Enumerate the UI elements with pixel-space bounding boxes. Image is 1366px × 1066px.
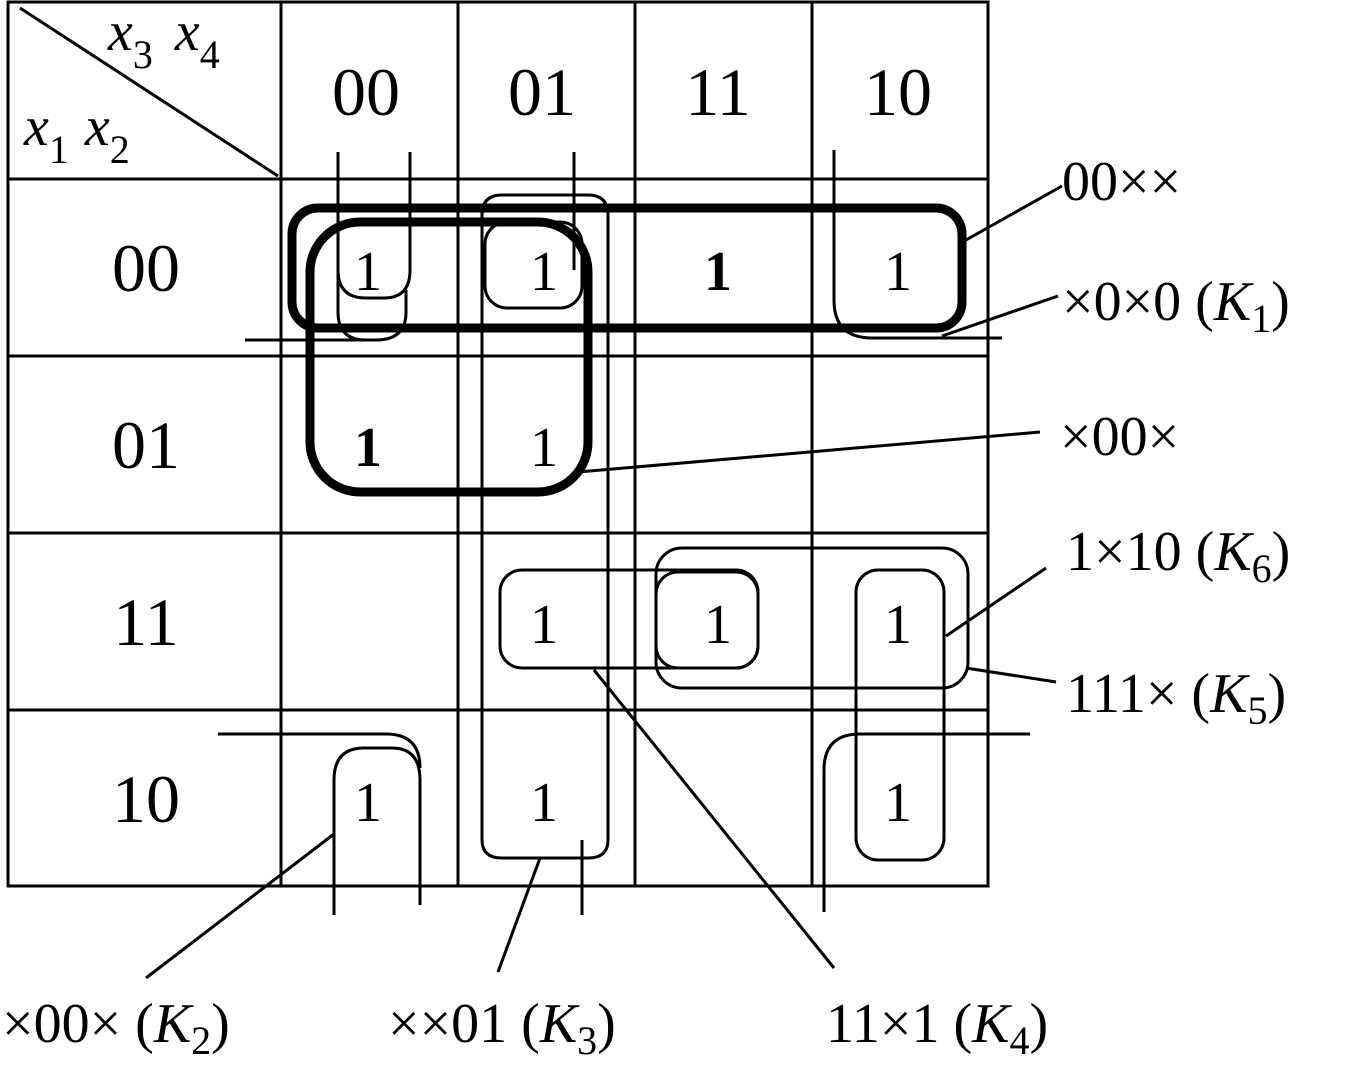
cell-value: 1: [530, 594, 558, 656]
loop-1x10: [854, 568, 946, 862]
cell-value: 1: [530, 772, 558, 834]
cell-value: 1: [884, 241, 912, 303]
grid-border: [6, 0, 990, 888]
cell-value: 1: [530, 241, 558, 303]
leader-x00x-bottom: [145, 832, 335, 980]
label-x00x-k2: ×00× (K2): [2, 993, 230, 1063]
leader-xx01: [496, 857, 542, 973]
cell-value: 1: [884, 594, 912, 656]
cell-value: 1: [530, 417, 558, 479]
leader-x0x0: [941, 294, 1059, 338]
corner-diagonal: [19, 6, 279, 178]
loop-111x: [654, 546, 970, 690]
label-11x1: 11×1 (K4): [826, 993, 1048, 1063]
label-00xx: 00××: [1062, 151, 1181, 213]
loop-xx01: [480, 193, 610, 860]
leader-11x1: [592, 669, 836, 969]
col-header: 11: [685, 54, 750, 130]
leader-1x10: [945, 566, 1047, 638]
loop-k2-outer-top: [336, 200, 408, 342]
loop-k2-bottom-tail: [218, 732, 422, 769]
leader-00xx: [965, 184, 1063, 242]
label-xx01: ××01 (K3): [388, 993, 616, 1063]
loop-x00x-bottom: [332, 746, 422, 915]
cell-value: 1: [704, 241, 732, 303]
kmap-grid: [6, 0, 990, 888]
leader-x00x-right: [577, 430, 1041, 474]
col-header: 00: [332, 54, 400, 130]
cell-value: 1: [354, 241, 382, 303]
loop-x00x-top: [336, 152, 412, 300]
loop-00xx: [287, 203, 967, 333]
cell-value: 1: [354, 772, 382, 834]
loop-x0x0-top: [832, 150, 1002, 340]
loop-cell-r0c1: [483, 220, 584, 310]
cell-value: 1: [704, 594, 732, 656]
loop-x00x-thick: [305, 217, 593, 497]
cell-value: 1: [354, 417, 382, 479]
row-header: 00: [112, 230, 180, 306]
row-header: 10: [112, 761, 180, 837]
loop-x0x0-bottom: [822, 732, 1030, 912]
col-header: 01: [508, 54, 576, 130]
leader-111x: [965, 666, 1057, 684]
label-1x10: 1×10 (K6): [1066, 521, 1290, 591]
col-header: 10: [864, 54, 932, 130]
cell-value: 1: [884, 772, 912, 834]
label-111x: 111× (K5): [1066, 663, 1286, 733]
label-x00x-right: ×00×: [1060, 406, 1179, 468]
row-header: 11: [113, 584, 178, 660]
label-x0x0: ×0×0 (K1): [1062, 271, 1290, 341]
row-header: 01: [112, 407, 180, 483]
